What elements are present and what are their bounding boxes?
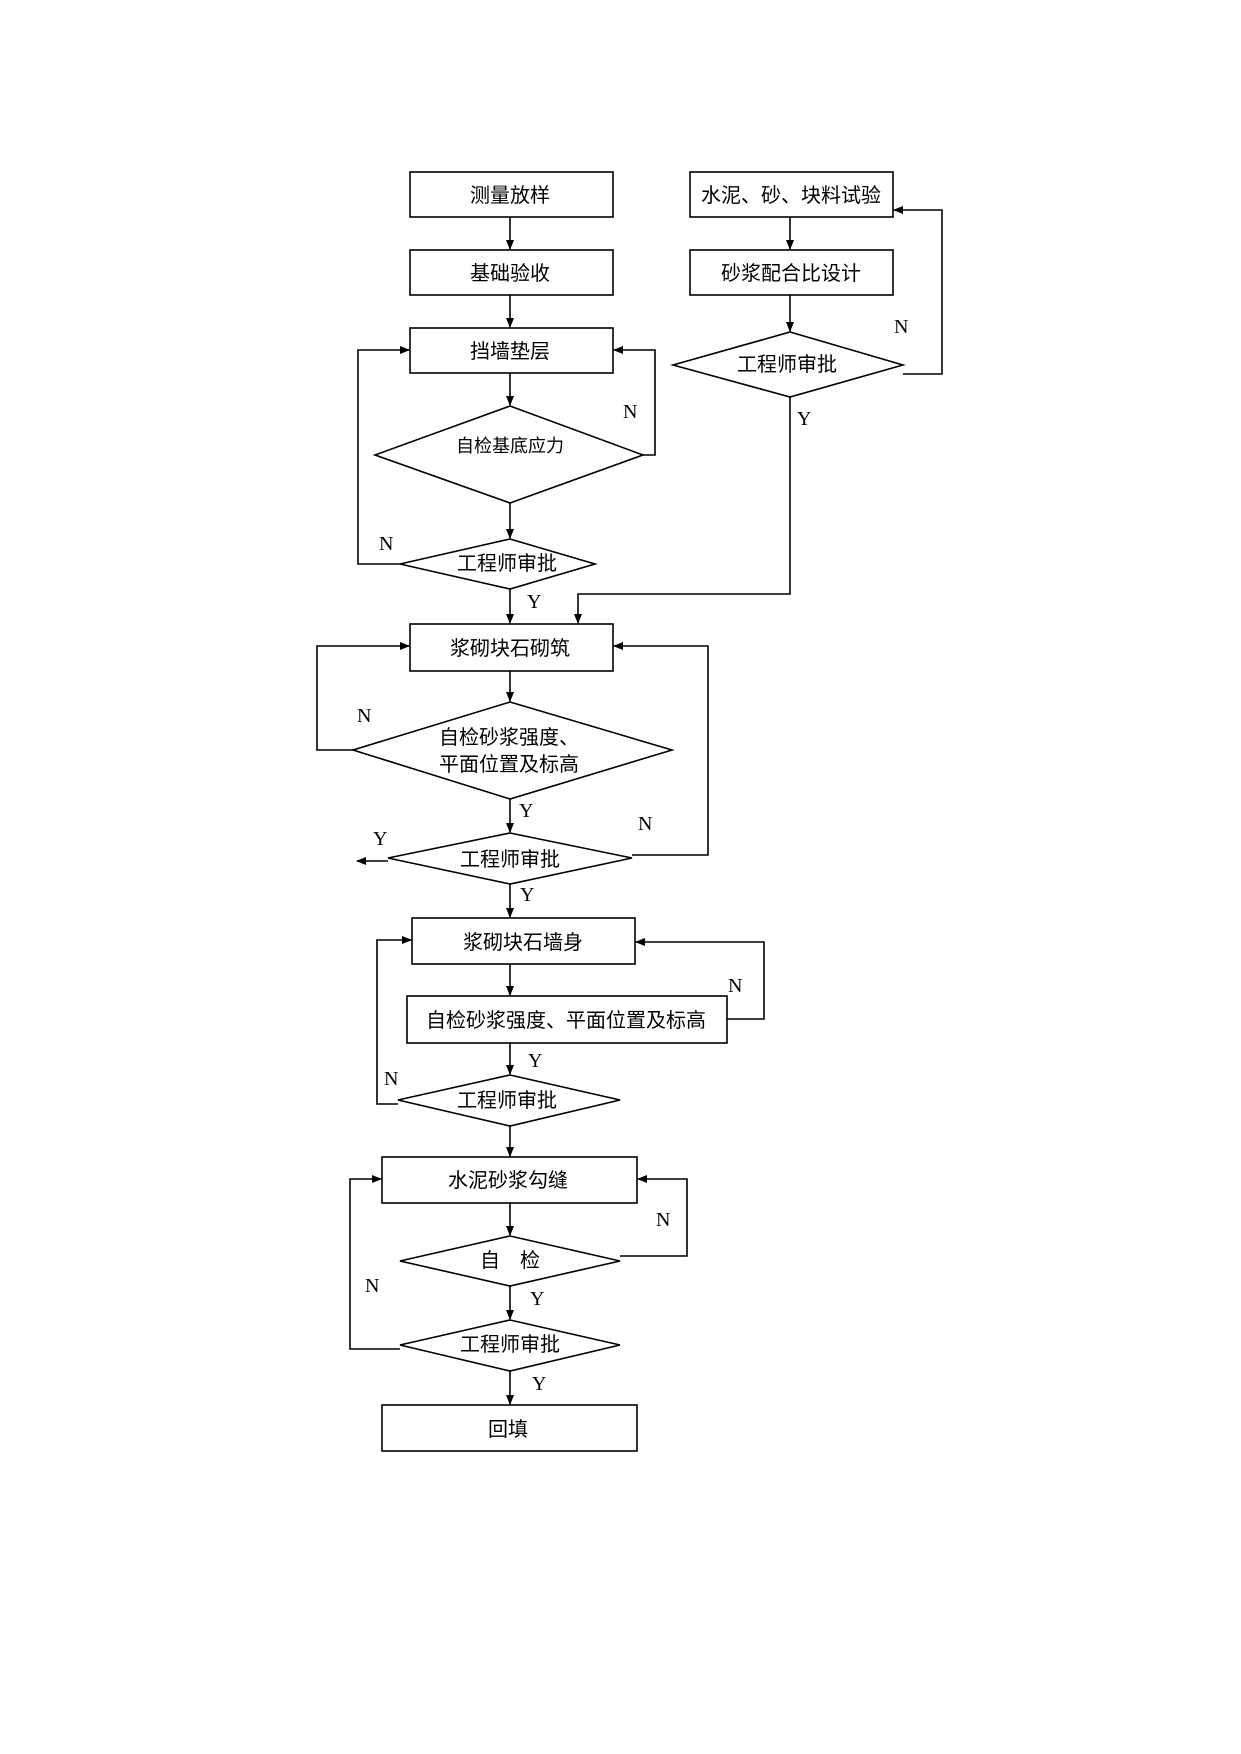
masonry-base-text: 浆砌块石砌筑 bbox=[450, 636, 570, 660]
approve-1-text: 工程师审批 bbox=[457, 551, 557, 575]
self-check-mortar-1-line1: 自检砂浆强度、 bbox=[439, 725, 579, 749]
self-check-mortar-1-diamond bbox=[350, 701, 675, 800]
approve-4-text: 工程师审批 bbox=[460, 1332, 560, 1356]
loop-approve-4-no bbox=[349, 1175, 400, 1350]
foundation-acceptance-box bbox=[409, 249, 614, 296]
masonry-base-box bbox=[409, 623, 614, 672]
cushion-text: 挡墙垫层 bbox=[470, 339, 550, 363]
label-yes-approve-mix: Y bbox=[797, 408, 811, 430]
approve-mix-text: 工程师审批 bbox=[737, 352, 837, 376]
label-no-approve-2: N bbox=[638, 813, 652, 835]
label-no-self-check: N bbox=[656, 1209, 670, 1231]
loop-approve-1-no bbox=[357, 346, 410, 565]
self-check-mortar-2-text: 自检砂浆强度、平面位置及标高 bbox=[426, 1008, 706, 1032]
label-yes-mortar-2: Y bbox=[528, 1050, 542, 1072]
arrow-approve-mix-yes-to-masonry bbox=[574, 397, 791, 624]
backfill-text: 回填 bbox=[488, 1417, 528, 1441]
mix-design-text: 砂浆配合比设计 bbox=[721, 261, 861, 285]
label-no-mortar-1: N bbox=[357, 705, 371, 727]
approve-3-text: 工程师审批 bbox=[457, 1088, 557, 1112]
self-check-bearing-text: 自检基底应力 bbox=[456, 436, 564, 457]
label-yes-self-check: Y bbox=[530, 1288, 544, 1310]
label-yes-approve-4: Y bbox=[532, 1373, 546, 1395]
pointing-text: 水泥砂浆勾缝 bbox=[448, 1168, 568, 1192]
label-no-approve-mix: N bbox=[894, 316, 908, 338]
loop-check-bearing-no bbox=[613, 346, 656, 456]
label-no-approve-1: N bbox=[379, 533, 393, 555]
self-check-text: 自 检 bbox=[480, 1248, 540, 1272]
label-yes-approve-1: Y bbox=[527, 591, 541, 613]
self-check-mortar-2-box bbox=[406, 995, 728, 1044]
loop-approve-mix-no bbox=[893, 206, 943, 375]
loop-approve-2-no bbox=[613, 642, 709, 856]
pointing-box bbox=[381, 1156, 638, 1204]
label-yes-approve-2: Y bbox=[520, 884, 534, 906]
label-yes-mortar-1: Y bbox=[519, 800, 533, 822]
foundation-acceptance-text: 基础验收 bbox=[470, 261, 550, 285]
survey-text: 测量放样 bbox=[470, 183, 550, 207]
label-no-mortar-2: N bbox=[728, 975, 742, 997]
label-no-bearing: N bbox=[623, 401, 637, 423]
material-test-text: 水泥、砂、块料试验 bbox=[701, 183, 881, 207]
self-check-mortar-1-line2: 平面位置及标高 bbox=[439, 752, 579, 776]
loop-self-check-no bbox=[620, 1175, 688, 1257]
loop-check-mortar-1-no bbox=[316, 642, 410, 751]
material-test-box bbox=[689, 171, 894, 218]
label-no-approve-3: N bbox=[384, 1068, 398, 1090]
loop-check-mortar-2-no bbox=[635, 938, 765, 1020]
masonry-wall-box bbox=[411, 917, 636, 965]
masonry-wall-text: 浆砌块石墙身 bbox=[463, 930, 583, 954]
loop-approve-3-no bbox=[376, 936, 412, 1105]
backfill-box bbox=[381, 1404, 638, 1452]
approve-2-text: 工程师审批 bbox=[460, 847, 560, 871]
cushion-box bbox=[409, 327, 614, 374]
survey-box bbox=[409, 171, 614, 218]
label-yes-approve-2-left: Y bbox=[373, 828, 387, 850]
mix-design-box bbox=[689, 249, 894, 296]
label-no-approve-4: N bbox=[365, 1275, 379, 1297]
